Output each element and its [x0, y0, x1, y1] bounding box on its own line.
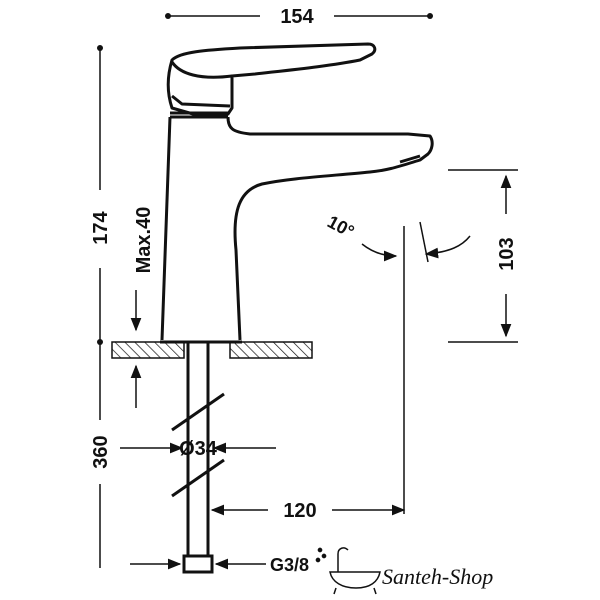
break-mark-upper [171, 392, 225, 432]
lever-base [171, 94, 231, 108]
dim-spout-height: 103 [448, 169, 518, 343]
dim-supply-length: 360 [90, 342, 112, 568]
label-spout-reach: 120 [283, 500, 316, 522]
deck [111, 340, 313, 359]
label-angle: 10° [324, 211, 357, 241]
supply-stem [171, 342, 225, 574]
label-overall-width: 154 [280, 6, 314, 28]
angle-indicator [361, 221, 471, 263]
dim-hole-diameter: Ø34 [120, 438, 276, 460]
dim-spout-reach: 120 [210, 226, 406, 522]
faucet-body [160, 116, 434, 341]
dim-overall-height: 174 [90, 45, 112, 345]
faucet-outline [160, 42, 434, 341]
logo-text: Santeh-Shop [382, 564, 493, 589]
label-max-deck: Max.40 [133, 207, 155, 274]
lever-handle [166, 42, 377, 118]
bathtub-icon [315, 547, 381, 595]
label-supply-length: 360 [90, 435, 112, 468]
lever-joint [170, 61, 233, 79]
label-overall-height: 174 [90, 210, 112, 244]
deck-right-hatch [229, 341, 313, 359]
dim-max-deck: Max.40 [130, 207, 155, 408]
dim-overall-width: 154 [165, 6, 433, 28]
label-hole-diameter: Ø34 [179, 438, 218, 460]
spout-outlet [399, 154, 421, 164]
label-spout-height: 103 [496, 237, 518, 270]
deck-left-hatch [111, 341, 185, 359]
thread-connector [182, 554, 214, 574]
santeh-shop-logo: Santeh-Shop [315, 547, 493, 595]
label-thread: G3/8 [270, 555, 309, 575]
break-mark-lower [171, 458, 225, 498]
dim-thread: G3/8 [130, 555, 309, 575]
